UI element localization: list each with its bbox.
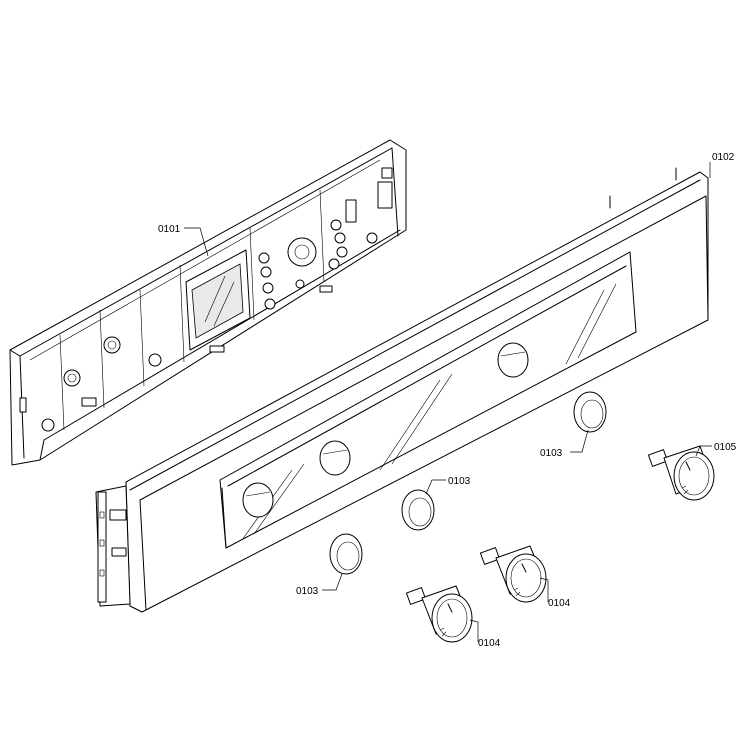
callout-labels: 0101 0102 0103 0103 0103 0104 0104 0105 [158, 152, 737, 649]
callout-knob-b: 0104 [478, 638, 501, 649]
callout-panel: 0102 [712, 152, 735, 163]
leader-lines [184, 162, 712, 642]
callout-ring-a: 0103 [540, 448, 563, 459]
callout-ring-b: 0103 [448, 476, 471, 487]
callout-knob-a: 0104 [548, 598, 571, 609]
callout-frame: 0101 [158, 224, 181, 235]
trim-ring-part [329, 391, 607, 575]
panel-part [95, 167, 709, 613]
callout-ring-c: 0103 [296, 586, 319, 597]
callout-knob-c: 0105 [714, 442, 737, 453]
knob-part [405, 445, 715, 643]
frame-part [9, 139, 407, 466]
